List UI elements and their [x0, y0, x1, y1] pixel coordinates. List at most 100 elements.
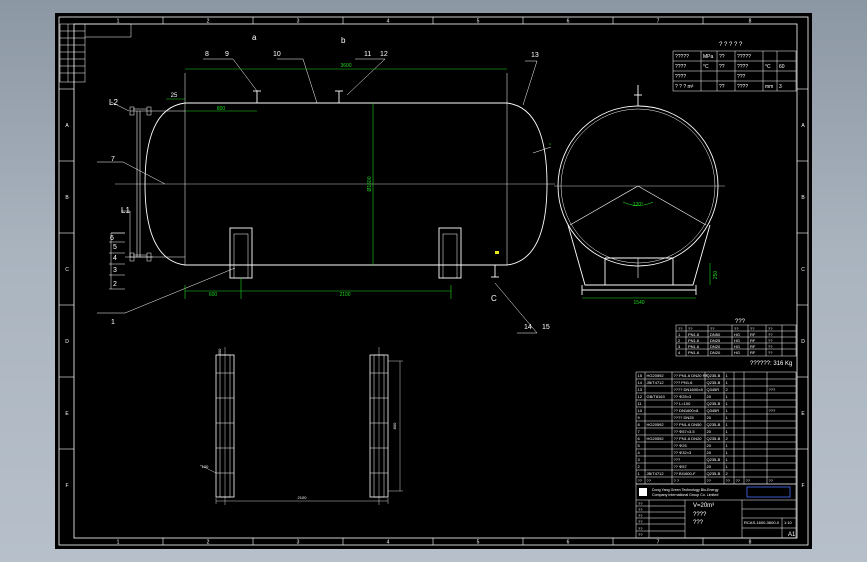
zone-top-7: 7	[657, 19, 660, 25]
parts-list-cell: 14	[638, 380, 643, 385]
callout-10: 10	[273, 51, 281, 58]
nozzle-table-cell: 2	[678, 338, 681, 343]
zone-top-8: 8	[749, 19, 752, 25]
end-saddle-height: 250	[713, 271, 719, 280]
parts-list-cell: ???	[674, 457, 681, 462]
company-line-2: Company International Group Co. Limited	[652, 493, 718, 497]
parts-list-cell: ??	[769, 478, 774, 483]
nozzle-table-cell: ??	[688, 326, 693, 331]
zone-bottom-8: 8	[749, 540, 752, 546]
drawing-border	[58, 16, 809, 546]
plan-dim-width: 800	[392, 422, 397, 429]
nozzle-table-cell: DN20	[710, 344, 721, 349]
title-small-label-2: ??	[638, 507, 643, 512]
parts-list-cell: Q345R	[707, 387, 720, 392]
nozzle-table-cell: ??	[734, 326, 739, 331]
title-sub-1: ????	[693, 512, 707, 518]
zone-labels-bottom: 1 2 3 4 5 6 7 8	[117, 540, 752, 546]
nozzle-table-cell: PN1.6	[688, 338, 700, 343]
parts-list-cell: 7	[638, 429, 641, 434]
parts-list-cell: ??	[736, 478, 741, 483]
company-logo	[639, 488, 647, 496]
top-label-a: a	[252, 33, 257, 42]
nozzle-table-cell: RF	[750, 344, 756, 349]
parts-list-cell: 3	[638, 457, 641, 462]
zone-top-5: 5	[477, 19, 480, 25]
zone-top-3: 3	[297, 19, 300, 25]
parts-list-cell: Q235-B	[707, 471, 721, 476]
dim-side-angle: °	[549, 143, 551, 149]
parts-list-cell: 13	[638, 387, 643, 392]
zone-left-d: D	[65, 339, 69, 345]
dim-shell-length: 3600	[340, 63, 351, 69]
title-small-label-5: ??	[638, 526, 643, 531]
saddle-plan-view[interactable]: 2100 800 100 300	[199, 347, 403, 505]
zone-right-b: B	[801, 195, 805, 201]
parts-list-cell: 1	[726, 429, 729, 434]
scale-label: 1:10	[784, 520, 793, 525]
zone-right-e: E	[801, 411, 805, 417]
spec-table-cell: ????	[737, 64, 748, 70]
nozzle-table-cell: DN20	[710, 350, 721, 355]
nozzle-table-cell: ??	[710, 326, 715, 331]
parts-list-cell: ?? Φ57×3.5	[674, 429, 696, 434]
sheet-size-label: A1	[788, 532, 796, 538]
parts-list-cell: ???? DN1600×8	[674, 387, 704, 392]
parts-list-cell: 1	[726, 394, 729, 399]
parts-list-cell: 20	[707, 394, 712, 399]
parts-list-cell: 2	[726, 471, 729, 476]
zone-bottom-2: 2	[207, 540, 210, 546]
parts-list-cell: 1	[638, 471, 641, 476]
dim-saddle-spacing: 2100	[339, 292, 350, 298]
parts-list-cell: 1	[726, 450, 729, 455]
parts-list-cell: 20	[707, 450, 712, 455]
nozzle-table-cell: RF	[750, 332, 756, 337]
nozzle-table-cell: RF	[750, 338, 756, 343]
nozzle-table-cell: HG	[734, 332, 740, 337]
zone-top-4: 4	[387, 19, 390, 25]
parts-list-cell: 20	[707, 464, 712, 469]
zone-bottom-4: 4	[387, 540, 390, 546]
parts-list-cell: ?? Φ25×3	[674, 394, 693, 399]
parts-list-cell: ??	[707, 478, 712, 483]
cad-sheet[interactable]: 1 2 3 4 5 6 7 8 1 2 3 4 5 6 7 8 A B C D …	[55, 13, 812, 549]
zone-labels-top: 1 2 3 4 5 6 7 8	[117, 19, 752, 25]
zone-left-f: F	[65, 483, 68, 489]
spec-table-cell: ????	[675, 74, 686, 80]
parts-list-cell: ?? DN1600×8	[674, 408, 700, 413]
title-small-label-1: ??	[638, 501, 643, 506]
callout-12: 12	[380, 51, 388, 58]
nozzle-table-cell: DN25	[710, 338, 721, 343]
parts-list-cell: Q235-B	[707, 373, 721, 378]
level-label-5: 5	[113, 244, 117, 251]
parts-list-cell: 1	[726, 401, 729, 406]
nozzle-table-cell: 3	[678, 344, 681, 349]
level-label-6: 6	[110, 235, 114, 242]
plan-dim-small: 100	[202, 464, 209, 469]
spec-table-cell: 60	[779, 64, 785, 70]
zone-top-1: 1	[117, 19, 120, 25]
parts-list-cell: 15	[638, 373, 643, 378]
zone-right-d: D	[801, 339, 805, 345]
cad-drawing: 1 2 3 4 5 6 7 8 1 2 3 4 5 6 7 8 A B C D …	[58, 16, 809, 546]
nozzle-table-cell: ??	[750, 326, 755, 331]
zone-labels-right: A B C D E F	[801, 123, 805, 489]
parts-list-cell: 20	[707, 443, 712, 448]
nozzle-table-cell: ??	[768, 332, 773, 337]
zone-top-2: 2	[207, 19, 210, 25]
spec-table-cell: ????	[675, 64, 686, 70]
title-small-label-6: ??	[638, 532, 643, 537]
level-label-4: 4	[113, 255, 117, 262]
parts-list-cell: 1	[726, 373, 729, 378]
parts-list-cell: ??	[638, 478, 643, 483]
callout-1: 1	[111, 319, 115, 326]
spec-table-cell: ??	[719, 54, 725, 60]
nozzle-table-cell: ??	[768, 350, 773, 355]
vessel-end-view[interactable]: 120° 1540 250	[554, 85, 725, 306]
left-saddle	[229, 227, 253, 279]
parts-list-cell: ?? BI1600-F	[674, 471, 697, 476]
vessel-side-view[interactable]: 3600 800 2100 600 Ø1600 25 8 9 10 11 12 …	[97, 33, 555, 334]
nozzle-table-cell: DN50	[710, 332, 721, 337]
parts-list-cell: 1	[726, 457, 729, 462]
